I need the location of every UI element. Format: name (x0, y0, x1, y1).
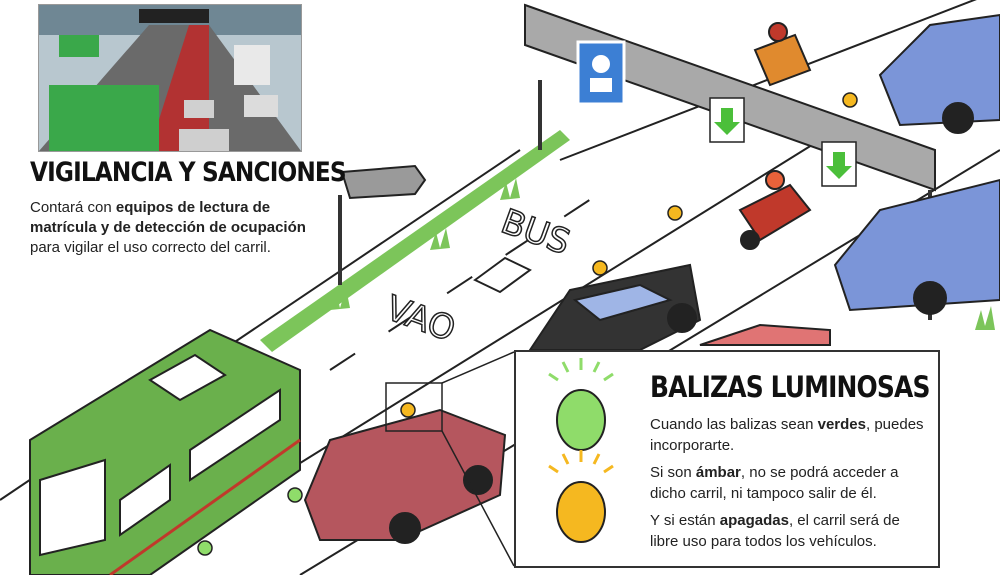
green-beacon-icon (548, 358, 614, 451)
zoom-indicator (385, 351, 515, 567)
blue-car (833, 178, 1000, 315)
beacons-title: BALIZAS LUMINOSAS (650, 370, 930, 404)
blue-car (878, 13, 1000, 134)
beacons-green-text: Cuando las balizas sean verdes, puedes i… (650, 416, 924, 454)
beacons-amber-text: Si son ámbar, no se podrá acceder a dich… (650, 464, 899, 502)
grass-strip (260, 130, 995, 352)
motorcycle (738, 170, 812, 250)
dark-car (528, 263, 702, 351)
highway-photo (38, 4, 302, 152)
lane-diamond (473, 256, 532, 294)
beacon-legend (548, 358, 614, 543)
lane-marking-vao: VAO (381, 288, 461, 350)
green-bus (29, 328, 301, 575)
pink-car (699, 323, 831, 346)
camera-icon (338, 164, 427, 285)
amber-beacon-icon (548, 450, 614, 543)
road-beacon-icon (197, 92, 858, 556)
red-car (303, 408, 507, 544)
surveillance-description: Contará con equipos de lectura de matríc… (30, 199, 306, 256)
surveillance-title: VIGILANCIA Y SANCIONES (30, 157, 347, 188)
motorcycle (753, 22, 812, 87)
beacons-off-text: Y si están apagadas, el carril será de l… (650, 512, 900, 550)
beacons-panel (514, 350, 940, 568)
